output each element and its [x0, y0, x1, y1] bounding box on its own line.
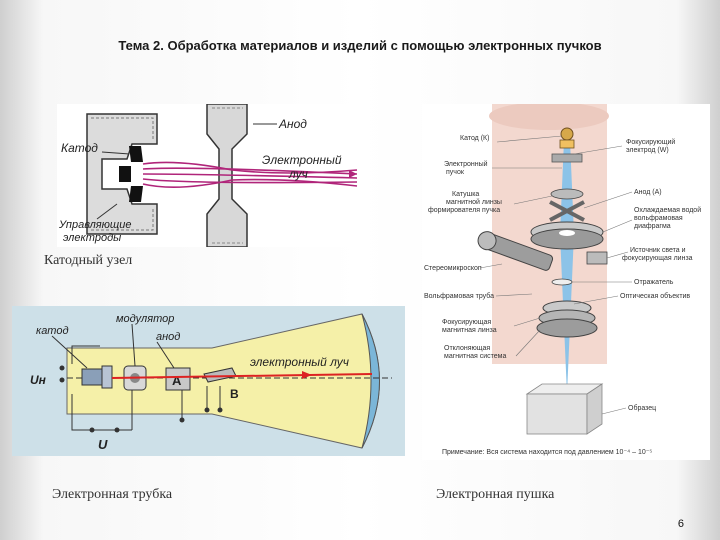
gun-deflect-label-2: магнитная система: [444, 353, 506, 360]
tube-cathode-label: катод: [36, 325, 69, 337]
gun-focusing-lens-label-1: Фокусирующая: [442, 319, 491, 326]
gun-coil-label-3: формирователя пучка: [428, 207, 500, 214]
electron-gun-diagram: Катод (К) Электронный пучок Катушка магн…: [422, 104, 710, 460]
gun-sample-label: Образец: [628, 404, 656, 412]
gun-coil-label-2: магнитной линзы: [446, 198, 502, 206]
tube-label-a: A: [172, 373, 182, 388]
electron-tube-diagram: A B катод модулятор анод электронны: [12, 306, 405, 456]
tube-beam-label: электронный луч: [250, 355, 349, 369]
tube-anode-label: анод: [156, 331, 180, 343]
electron-tube-caption: Электронная трубка: [52, 487, 173, 502]
page-number: 6: [677, 518, 684, 530]
anode-label: Анод: [278, 117, 307, 131]
cathode-assembly-figure: Анод Катод Электронный луч Управляющие э…: [57, 104, 361, 247]
gun-diaphragm-label-3: диафрагма: [634, 223, 671, 230]
gun-focusing-electrode-label-2: электрод (W): [626, 147, 669, 154]
tube-label-b: B: [230, 387, 239, 401]
gun-deflect-label-1: Отклоняющая: [444, 345, 490, 352]
tube-modulator-label: модулятор: [116, 313, 174, 325]
gun-light-label-2: фокусирующая линза: [622, 255, 693, 262]
tube-u-label: U: [98, 437, 108, 452]
beam-label-line1: Электронный: [262, 153, 342, 167]
gun-focusing-lens-label-2: магнитная линза: [442, 327, 497, 334]
gun-coil-label-1: Катушка: [452, 191, 479, 198]
cathode-assembly-diagram: Анод Катод Электронный луч Управляющие э…: [57, 104, 361, 247]
gun-focusing-electrode-label-1: Фокусирующий: [626, 138, 675, 146]
gun-tungsten-tube-label: Вольфрамовая труба: [424, 292, 494, 300]
gun-cathode-label: Катод (К): [460, 135, 489, 142]
electron-gun-figure: Катод (К) Электронный пучок Катушка магн…: [422, 104, 710, 460]
beam-label-line2: луч: [288, 167, 308, 181]
electron-tube-figure: A B катод модулятор анод электронны: [12, 306, 405, 456]
gun-optical-lens-label: Оптическая объектив: [620, 292, 690, 300]
gun-anode-label: Анод (А): [634, 189, 662, 196]
gun-note-label: Примечание: Вся система находится под да…: [442, 449, 652, 456]
gun-light-label-1: Источник света и: [630, 247, 686, 254]
gun-diaphragm-label-1: Охлаждаемая водой: [634, 206, 701, 214]
tube-uh-label: Uн: [30, 373, 47, 387]
gun-electron-beam-label-2: пучок: [446, 169, 465, 176]
gun-electron-beam-label-1: Электронный: [444, 160, 488, 168]
cathode-label: Катод: [61, 141, 98, 155]
gun-diaphragm-label-2: вольфрамовая: [634, 215, 683, 222]
cathode-assembly-caption: Катодный узел: [44, 253, 133, 268]
electrodes-label-line2: электроды: [63, 232, 121, 244]
electron-gun-caption: Электронная пушка: [436, 487, 555, 502]
gun-mirror-label: Отражатель: [634, 279, 674, 286]
electrodes-label-line1: Управляющие: [58, 219, 132, 231]
gun-stereomicroscope-label: Стереомикроскоп: [424, 265, 482, 272]
slide-title: Тема 2. Обработка материалов и изделий с…: [118, 38, 602, 53]
